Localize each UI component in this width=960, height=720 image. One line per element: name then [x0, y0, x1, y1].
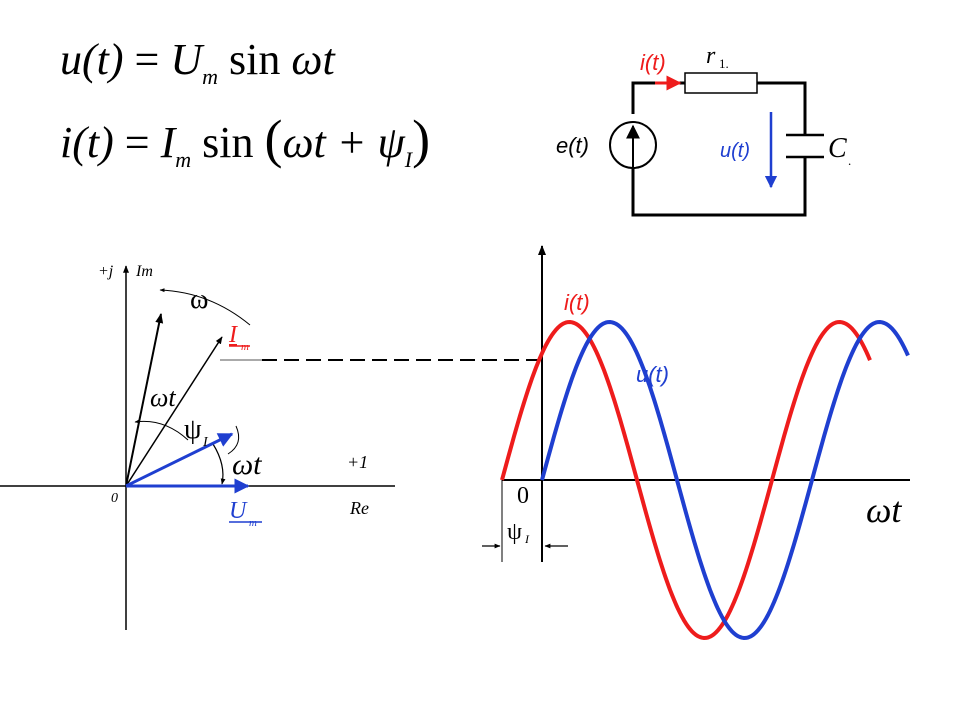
- waveform-voltage-label: u(t): [636, 362, 669, 387]
- circuit-wire-right: [757, 81, 807, 135]
- voltage-formula-func: sin: [229, 35, 281, 84]
- voltage-formula-arg: ωt: [291, 35, 335, 84]
- omega-t-lower-arc-icon: [212, 443, 226, 485]
- current-formula-amplitude-sub: m: [175, 147, 192, 172]
- psi-sub: I: [202, 435, 209, 450]
- resistor-sub: 1.: [719, 56, 729, 71]
- current-formula: i(t) = Im sin (ωt + ψI): [60, 109, 431, 172]
- current-phasor-arrow: [125, 432, 234, 488]
- circuit-wire-bottom: [631, 147, 807, 217]
- circuit: i(t) r 1. e(t) u(t) C .: [556, 43, 851, 217]
- circuit-wire-left: [631, 81, 685, 114]
- real-axis-name: Re: [349, 498, 369, 518]
- voltage-formula-lhs: u(t): [60, 35, 124, 84]
- waveform-x-axis-label: ωt: [866, 490, 902, 530]
- current-formula-arg-sub: I: [404, 147, 413, 172]
- waveform-origin: 0: [517, 483, 529, 509]
- voltage-formula: u(t) = Um sin ωt: [60, 35, 335, 89]
- current-formula-lhs: i(t): [60, 118, 114, 167]
- circuit-current-label: i(t): [640, 50, 666, 75]
- imag-axis-name: Im: [135, 263, 153, 280]
- source-label: e(t): [556, 133, 589, 158]
- rotated-phasor-1: [125, 336, 223, 487]
- phasor-diagram: +j Im +1 Re 0 ω ωt ψ I ωt I m U m: [0, 263, 395, 630]
- current-phasor-label: I: [228, 322, 238, 348]
- voltage-phasor-label: U: [229, 498, 248, 524]
- rotated-phasor-2: [125, 313, 164, 487]
- psi-arc-icon: [227, 425, 240, 455]
- real-axis-sign: +1: [347, 452, 368, 472]
- omega-t-arc-icon: [134, 419, 189, 441]
- voltage-formula-amplitude: U: [170, 35, 203, 84]
- omega-t-lower-label: ωt: [232, 448, 262, 481]
- voltage-formula-amplitude-sub: m: [202, 64, 219, 89]
- current-waveform: [500, 320, 872, 640]
- current-formula-arg: ωt + ψ: [282, 118, 405, 167]
- omega-label: ω: [190, 284, 208, 315]
- imag-axis-sign: +j: [98, 263, 114, 280]
- waveform-phase-sub: I: [524, 532, 530, 546]
- omega-rotation-arc-icon: [159, 288, 251, 326]
- circuit-voltage-label: u(t): [720, 140, 750, 162]
- psi-label: ψ: [184, 414, 202, 445]
- capacitor-label: C: [828, 133, 847, 164]
- capacitor-sub: .: [848, 153, 851, 168]
- current-formula-amplitude: I: [160, 118, 176, 167]
- omega-t-upper-label: ωt: [150, 383, 176, 412]
- phasor-origin: 0: [111, 491, 118, 506]
- resistor-label: r: [706, 43, 716, 69]
- voltage-waveform: [540, 320, 910, 640]
- current-formula-func: sin: [202, 118, 254, 167]
- waveform-plot: i(t) u(t) 0 ωt ψ I: [482, 245, 910, 640]
- voltage-phasor-sub: m: [249, 517, 257, 529]
- resistor: [684, 72, 758, 94]
- waveform-phase-label: ψ: [507, 519, 522, 545]
- waveform-current-label: i(t): [564, 290, 590, 315]
- current-phasor-sub: m: [241, 341, 249, 353]
